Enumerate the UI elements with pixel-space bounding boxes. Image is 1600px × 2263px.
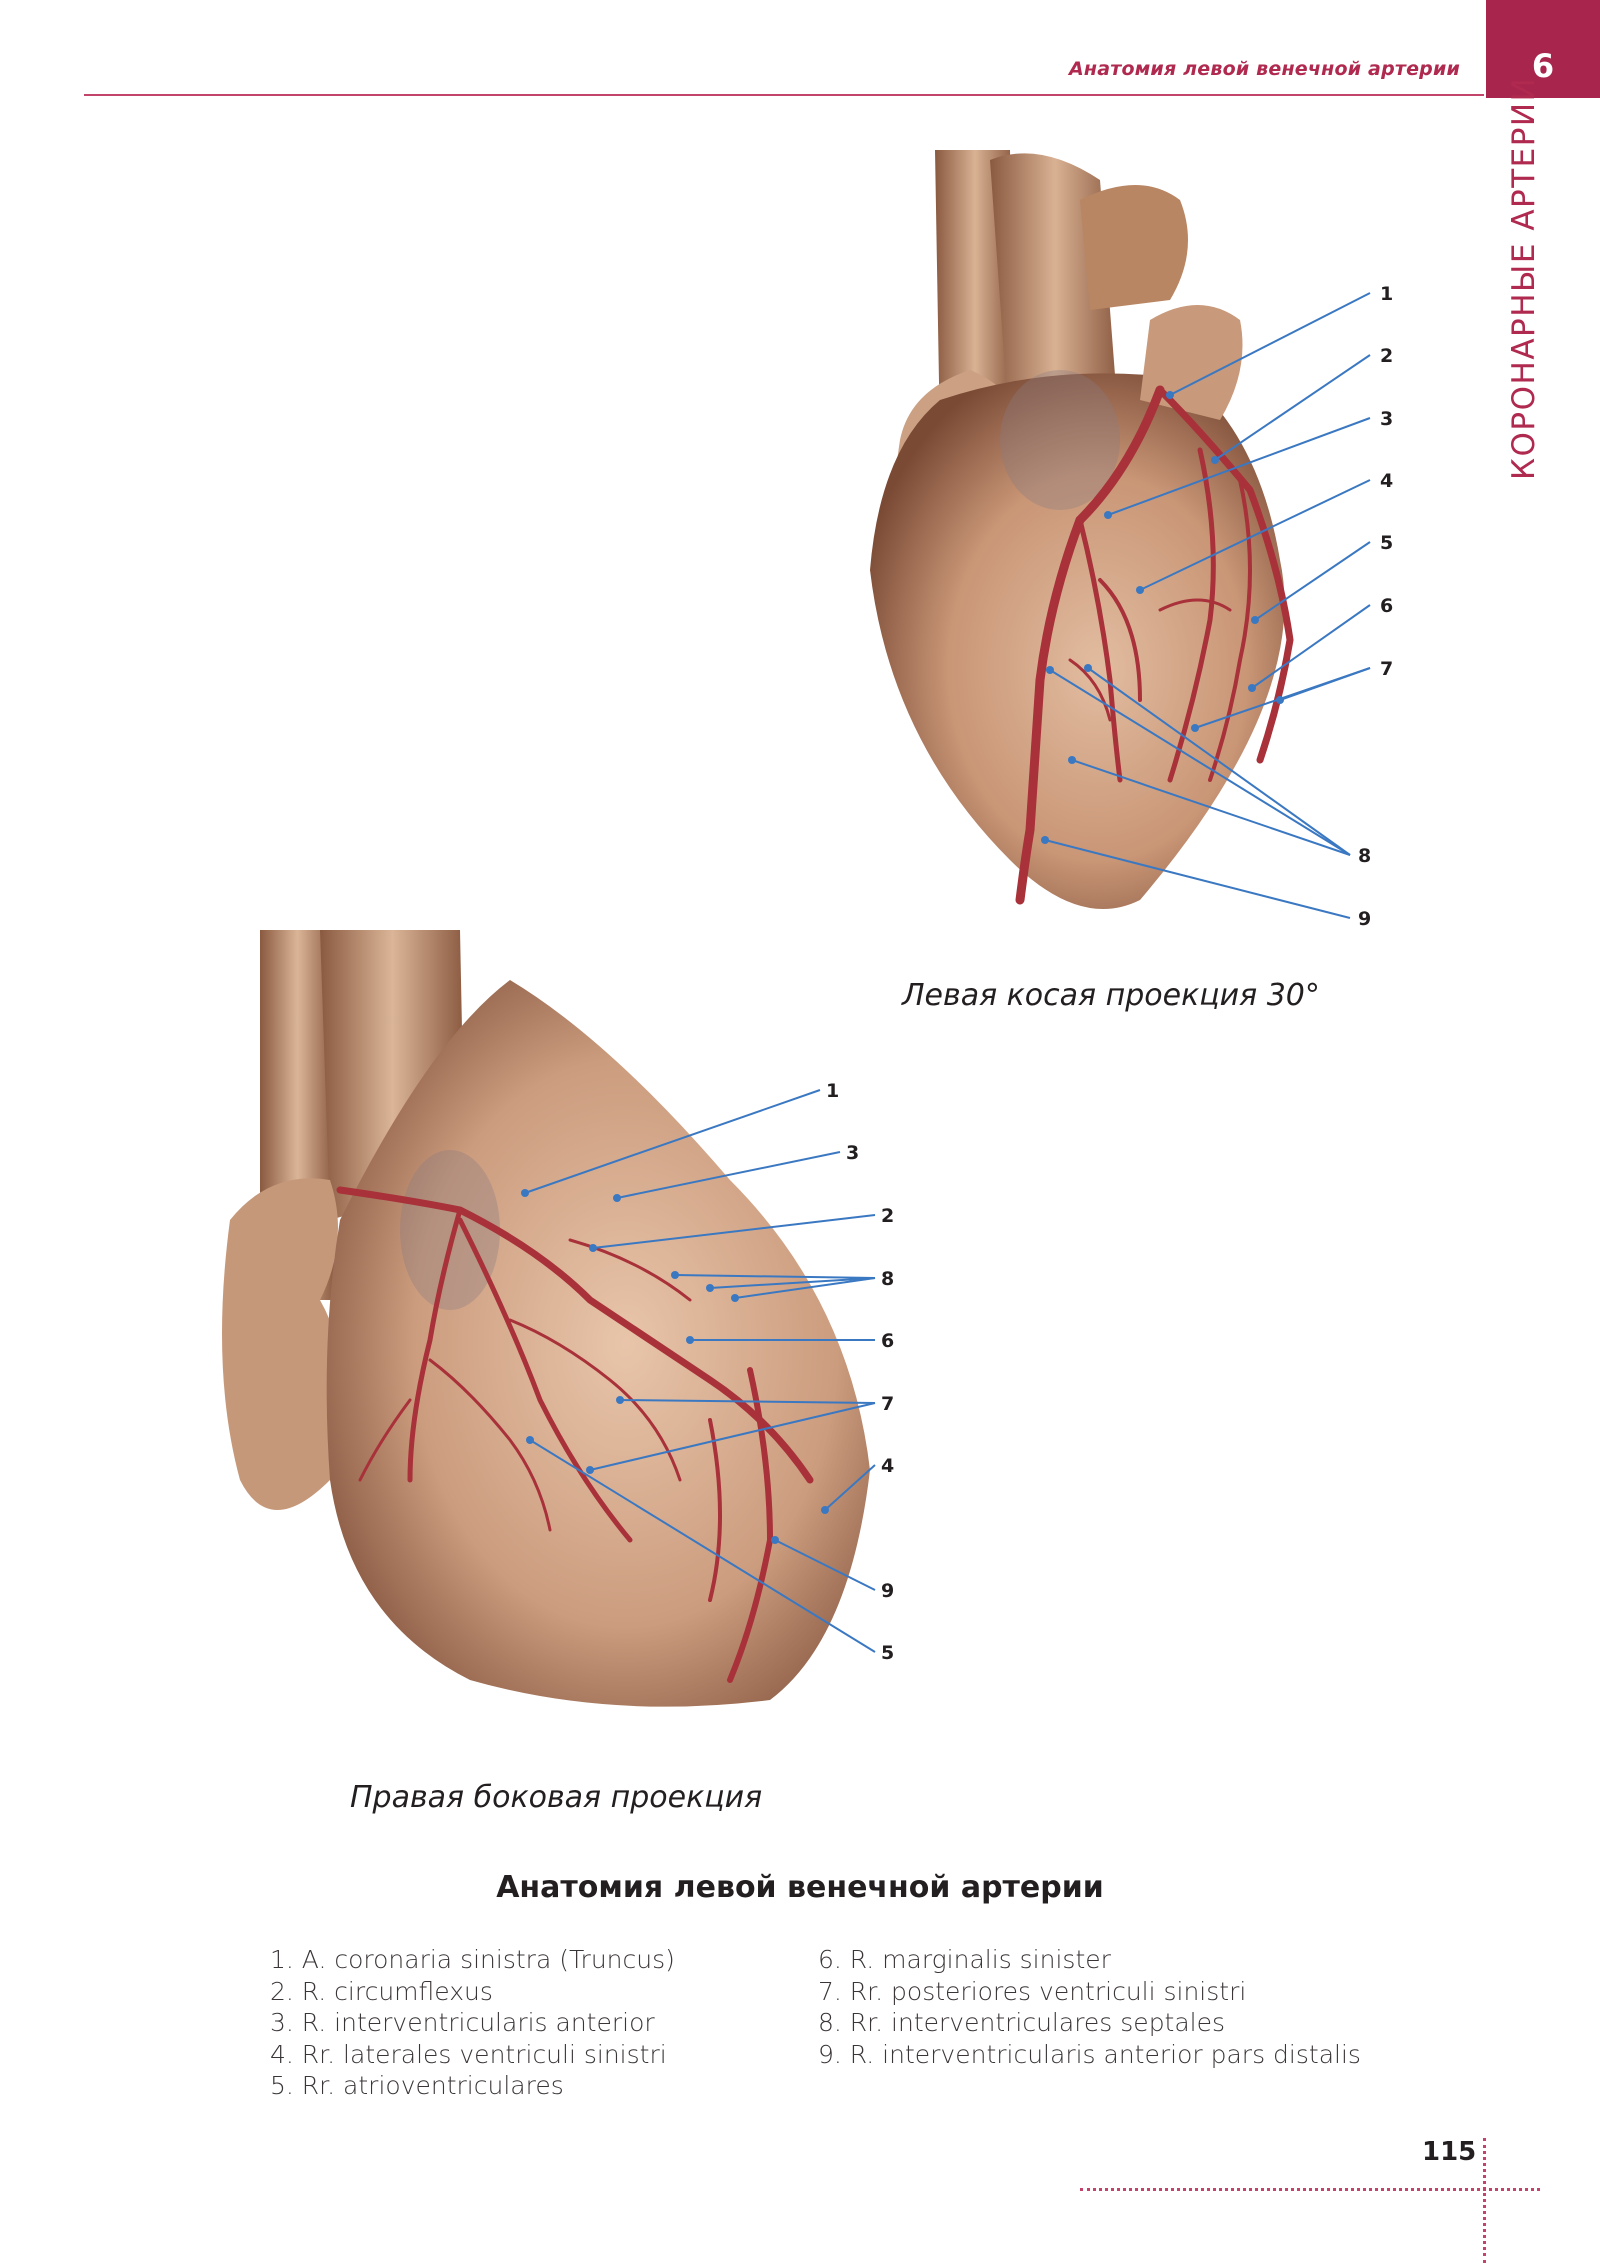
callout-4: 4 bbox=[1380, 470, 1393, 492]
callout-9: 9 bbox=[881, 1580, 894, 1602]
legend-item: 6. R. marginalis sinister bbox=[818, 1945, 1111, 1974]
callout-3: 3 bbox=[846, 1142, 859, 1164]
callout-1: 1 bbox=[1380, 283, 1393, 305]
heart-left-oblique-svg: 1 2 3 4 5 6 7 8 9 bbox=[870, 150, 1393, 930]
legend-item: 3. R. interventricularis anterior bbox=[270, 2008, 655, 2037]
callout-numbers: 1 2 3 4 5 6 7 8 9 bbox=[1358, 283, 1393, 930]
callout-8: 8 bbox=[881, 1268, 894, 1290]
figure-caption-right-lateral: Правая боковая проекция bbox=[350, 1780, 763, 1815]
callout-6: 6 bbox=[881, 1330, 894, 1352]
side-section-tab: КОРОНАРНЫЕ АРТЕРИИ bbox=[1506, 76, 1542, 480]
legend-item: 5. Rr. atrioventriculares bbox=[270, 2071, 564, 2100]
callout-6: 6 bbox=[1380, 595, 1393, 617]
heart-shape bbox=[222, 930, 871, 1707]
callout-7: 7 bbox=[1380, 658, 1393, 680]
leader-lines bbox=[1041, 292, 1371, 919]
legend-title: Анатомия левой венечной артерии bbox=[496, 1870, 1104, 1905]
running-title: Анатомия левой венечной артерии bbox=[1068, 58, 1460, 80]
figure-caption-left-oblique: Левая косая проекция 30° bbox=[902, 978, 1320, 1013]
legend-item: 1. A. coronaria sinistra (Truncus) bbox=[270, 1945, 675, 1974]
heart-illustration-left-oblique: 1 2 3 4 5 6 7 8 9 bbox=[840, 140, 1400, 940]
callout-4: 4 bbox=[881, 1455, 894, 1477]
legend-left-column: 1. A. coronaria sinistra (Truncus) 2. R.… bbox=[270, 1944, 675, 2102]
coronary-arteries bbox=[336, 1186, 814, 1683]
callout-3: 3 bbox=[1380, 408, 1393, 430]
legend-item: 7. Rr. posteriores ventriculi sinistri bbox=[818, 1976, 1247, 2006]
callout-7: 7 bbox=[881, 1393, 894, 1415]
callout-2: 2 bbox=[1380, 345, 1393, 367]
callout-numbers: 1 3 2 8 6 7 4 9 5 bbox=[826, 1080, 894, 1664]
footer-dotted-rule bbox=[1080, 2188, 1540, 2191]
heart-illustration-right-lateral: 1 3 2 8 6 7 4 9 5 bbox=[210, 920, 950, 1720]
footer-dotted-rule-vertical bbox=[1483, 2138, 1486, 2263]
callout-5: 5 bbox=[1380, 532, 1393, 554]
legend-item: 8. Rr. interventriculares septales bbox=[818, 2008, 1226, 2037]
legend-item: 2. R. circumflexus bbox=[270, 1976, 493, 2006]
callout-8: 8 bbox=[1358, 845, 1371, 867]
legend-right-column: 6. R. marginalis sinister 7. Rr. posteri… bbox=[818, 1944, 1361, 2070]
leader-lines bbox=[521, 1089, 876, 1653]
page-number: 115 bbox=[1422, 2137, 1477, 2167]
callout-5: 5 bbox=[881, 1642, 894, 1664]
chapter-number: 6 bbox=[1531, 47, 1555, 85]
legend-item: 9. R. interventricularis anterior pars d… bbox=[818, 2039, 1361, 2069]
callout-2: 2 bbox=[881, 1205, 894, 1227]
header-rule bbox=[84, 94, 1484, 96]
callout-1: 1 bbox=[826, 1080, 839, 1102]
heart-right-lateral-svg: 1 3 2 8 6 7 4 9 5 bbox=[222, 930, 894, 1707]
chapter-number-tab: 6 bbox=[1486, 0, 1600, 98]
legend-item: 4. Rr. laterales ventriculi sinistri bbox=[270, 2039, 667, 2069]
callout-9: 9 bbox=[1358, 908, 1371, 930]
